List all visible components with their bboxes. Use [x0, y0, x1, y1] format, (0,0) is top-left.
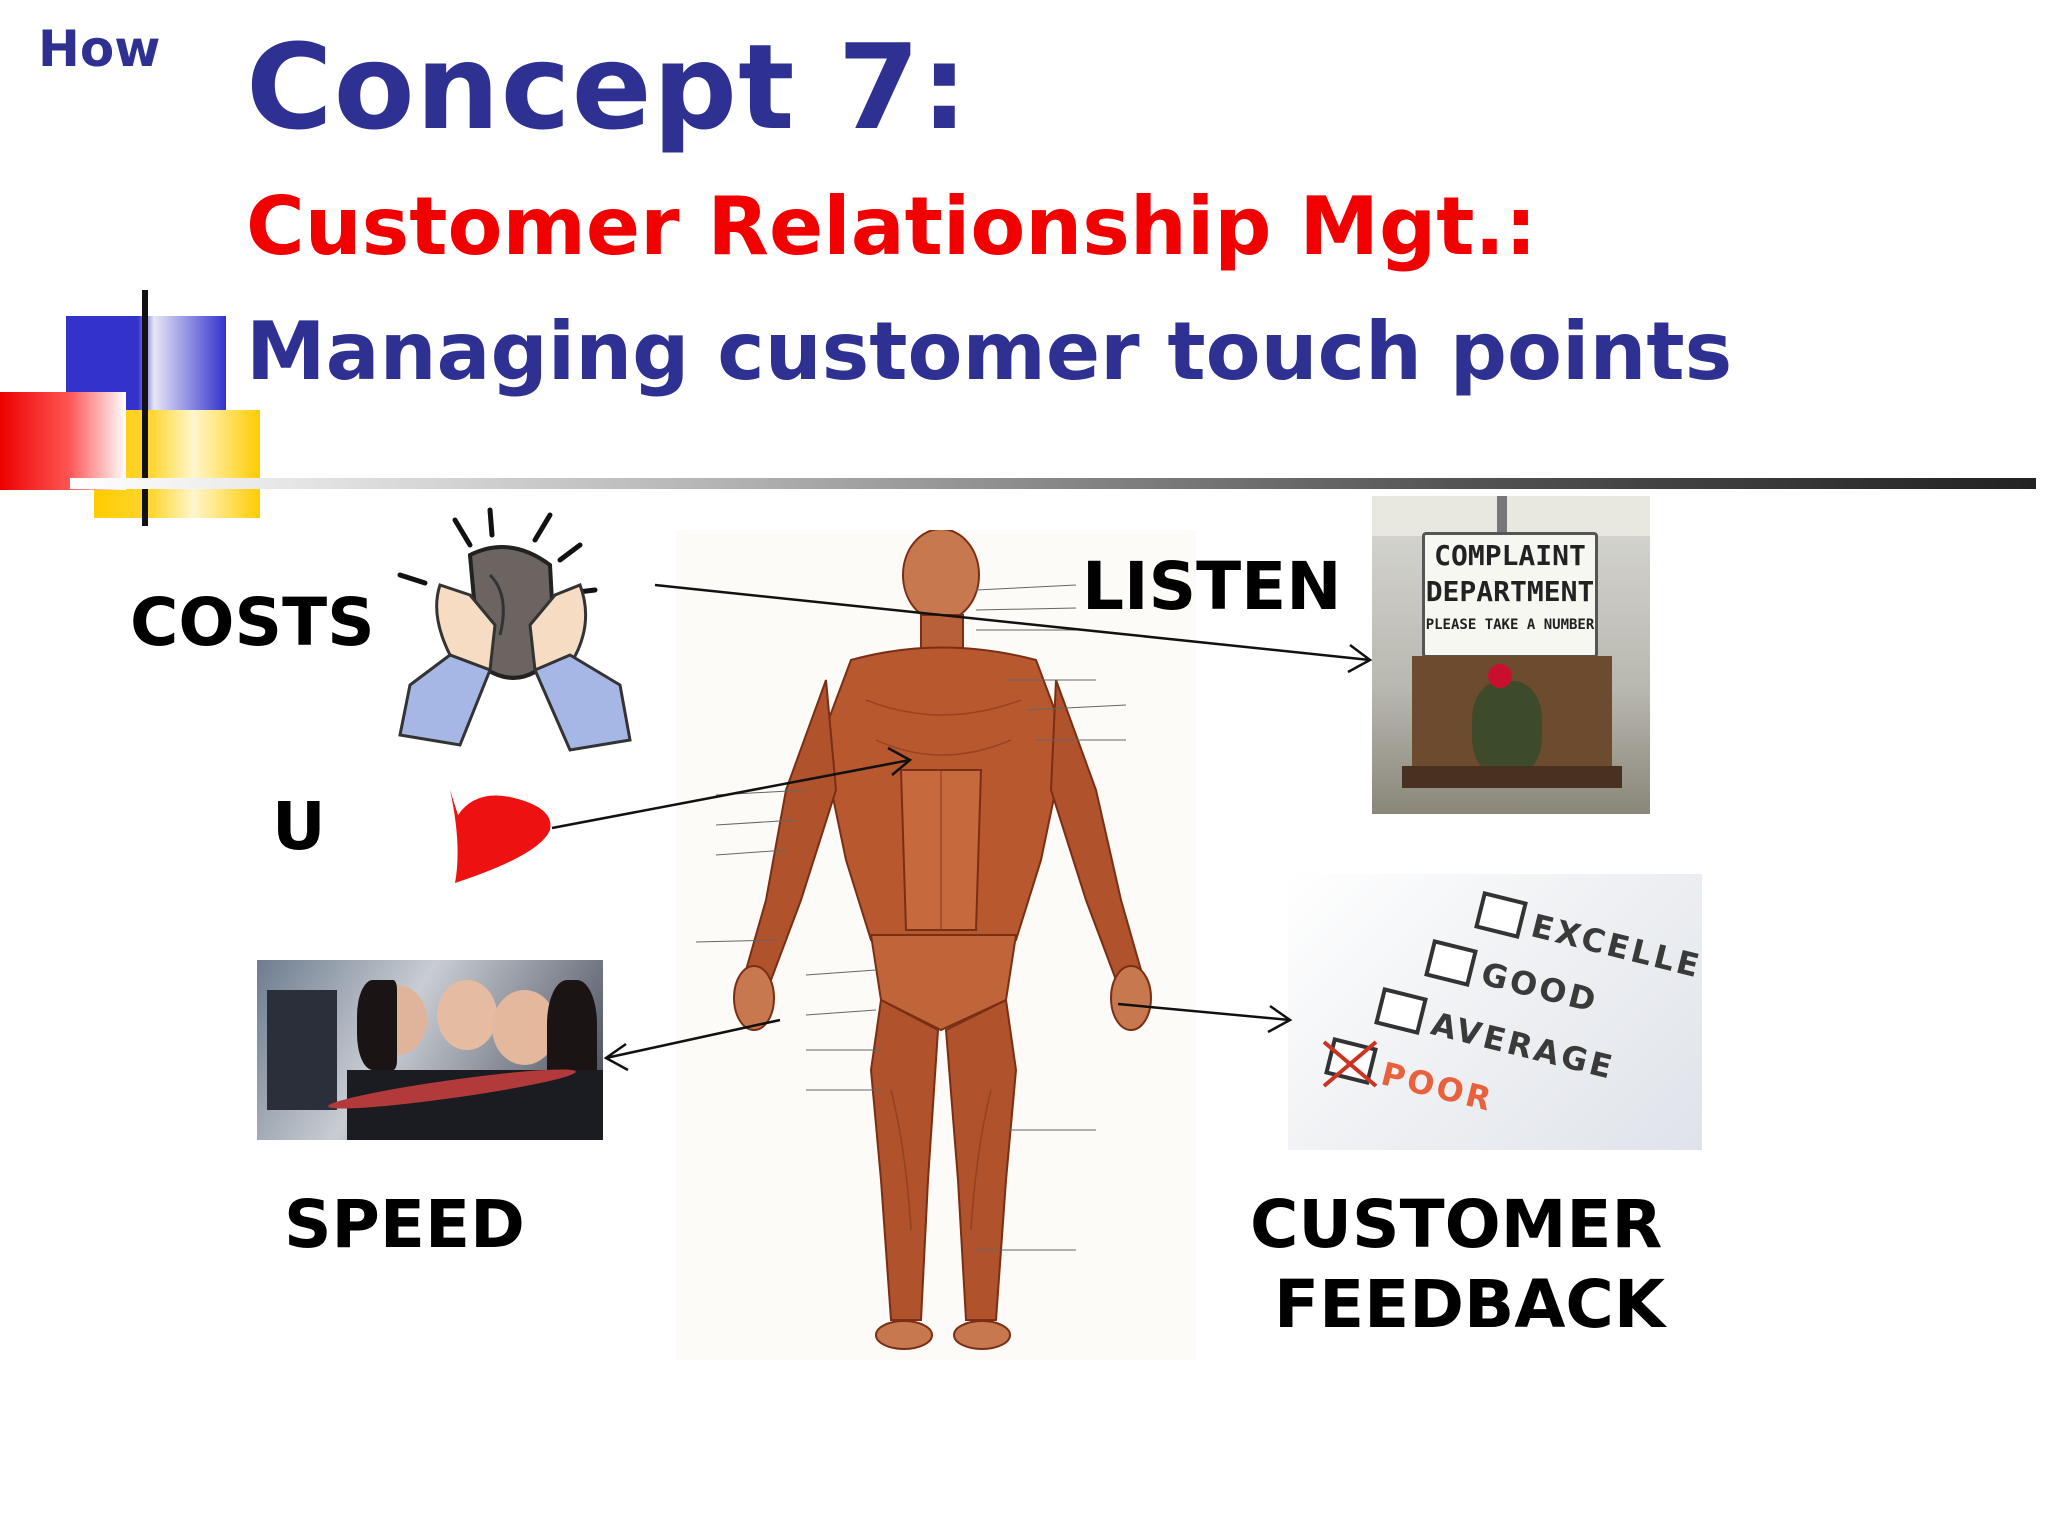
page-title: Concept 7:: [246, 18, 969, 156]
survey-option-2: GOOD: [1477, 954, 1603, 1021]
complaint-sign-line-2: DEPARTMENT: [1425, 575, 1595, 608]
label-feedback: FEEDBACK: [1274, 1266, 1666, 1343]
complaint-sign-icon: COMPLAINT DEPARTMENT PLEASE TAKE A NUMBE…: [1372, 496, 1650, 814]
label-u: U: [272, 788, 326, 865]
label-customer: CUSTOMER: [1250, 1186, 1663, 1263]
title-divider-rule: [70, 478, 2036, 489]
subtitle-line-2: Managing customer touch points: [246, 305, 1733, 398]
call-center-icon: [257, 960, 603, 1140]
arrowhead-speed: [603, 1042, 629, 1072]
corner-label: How: [38, 20, 161, 78]
arrowhead-feedback: [1267, 1004, 1293, 1034]
complaint-sign-line-3: PLEASE TAKE A NUMBER: [1425, 617, 1595, 633]
decor-vertical-bar: [142, 290, 148, 526]
wallet-squeeze-icon: [397, 507, 632, 752]
survey-option-4: POOR: [1377, 1054, 1498, 1120]
label-speed: SPEED: [284, 1186, 525, 1263]
checkbox-average: [1374, 987, 1428, 1035]
checkbox-excellent: [1474, 891, 1528, 939]
checkbox-good: [1424, 939, 1478, 987]
heart-icon: [450, 790, 551, 883]
complaint-sign-line-1: COMPLAINT: [1434, 539, 1586, 572]
arrowhead-listen: [1347, 644, 1373, 674]
cross-mark-icon: [1322, 1040, 1378, 1088]
label-costs: COSTS: [130, 584, 375, 661]
label-listen: LISTEN: [1082, 548, 1342, 625]
anatomy-figure-icon: [676, 530, 1196, 1360]
decor-red-square: [0, 392, 126, 490]
subtitle-line-1: Customer Relationship Mgt.:: [246, 180, 1537, 273]
survey-checklist-icon: EXCELLE GOOD AVERAGE POOR: [1288, 874, 1702, 1150]
